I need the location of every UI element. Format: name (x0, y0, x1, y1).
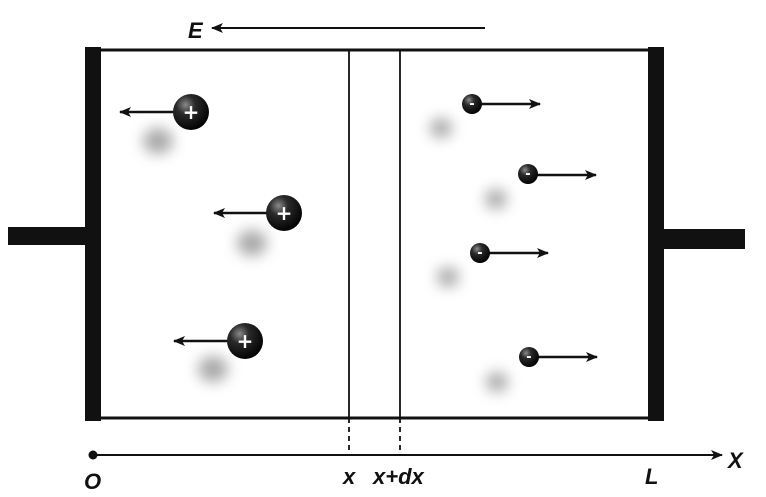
positive-ion (266, 195, 302, 231)
shadow (198, 356, 228, 382)
x-position-label: x (342, 464, 356, 489)
electron (470, 243, 490, 263)
charge-shadows (143, 118, 508, 392)
minus-sign: - (526, 350, 531, 365)
positive-ion (173, 94, 209, 130)
shadow (486, 372, 508, 392)
right-plate (648, 47, 664, 421)
shadow (485, 189, 507, 209)
positive-charge: + (213, 195, 302, 231)
negative-charge: - (462, 94, 541, 114)
minus-sign: - (477, 246, 482, 261)
right-terminal (660, 229, 745, 249)
positive-charge: + (173, 323, 263, 359)
minus-sign: - (469, 97, 474, 112)
electron (519, 347, 539, 367)
x-plus-dx-label: x+dx (372, 464, 425, 489)
left-terminal (8, 227, 88, 245)
positive-ion (227, 323, 263, 359)
plus-sign: + (237, 329, 254, 353)
minus-sign: - (525, 167, 530, 182)
shadow (437, 267, 459, 287)
shadow (430, 118, 452, 138)
shadow (237, 230, 267, 256)
negative-charge: - (519, 347, 598, 367)
positive-charge: + (119, 94, 209, 130)
negative-charge: - (470, 243, 549, 263)
axis-label: X (726, 448, 744, 473)
negative-charge: - (518, 164, 597, 184)
length-label: L (645, 464, 658, 489)
left-plate (85, 47, 101, 421)
origin-label: O (84, 469, 101, 494)
field-label: E (188, 18, 204, 43)
plus-sign: + (276, 201, 293, 225)
electron (518, 164, 538, 184)
electron (462, 94, 482, 114)
plus-sign: + (183, 100, 200, 124)
shadow (143, 128, 173, 154)
